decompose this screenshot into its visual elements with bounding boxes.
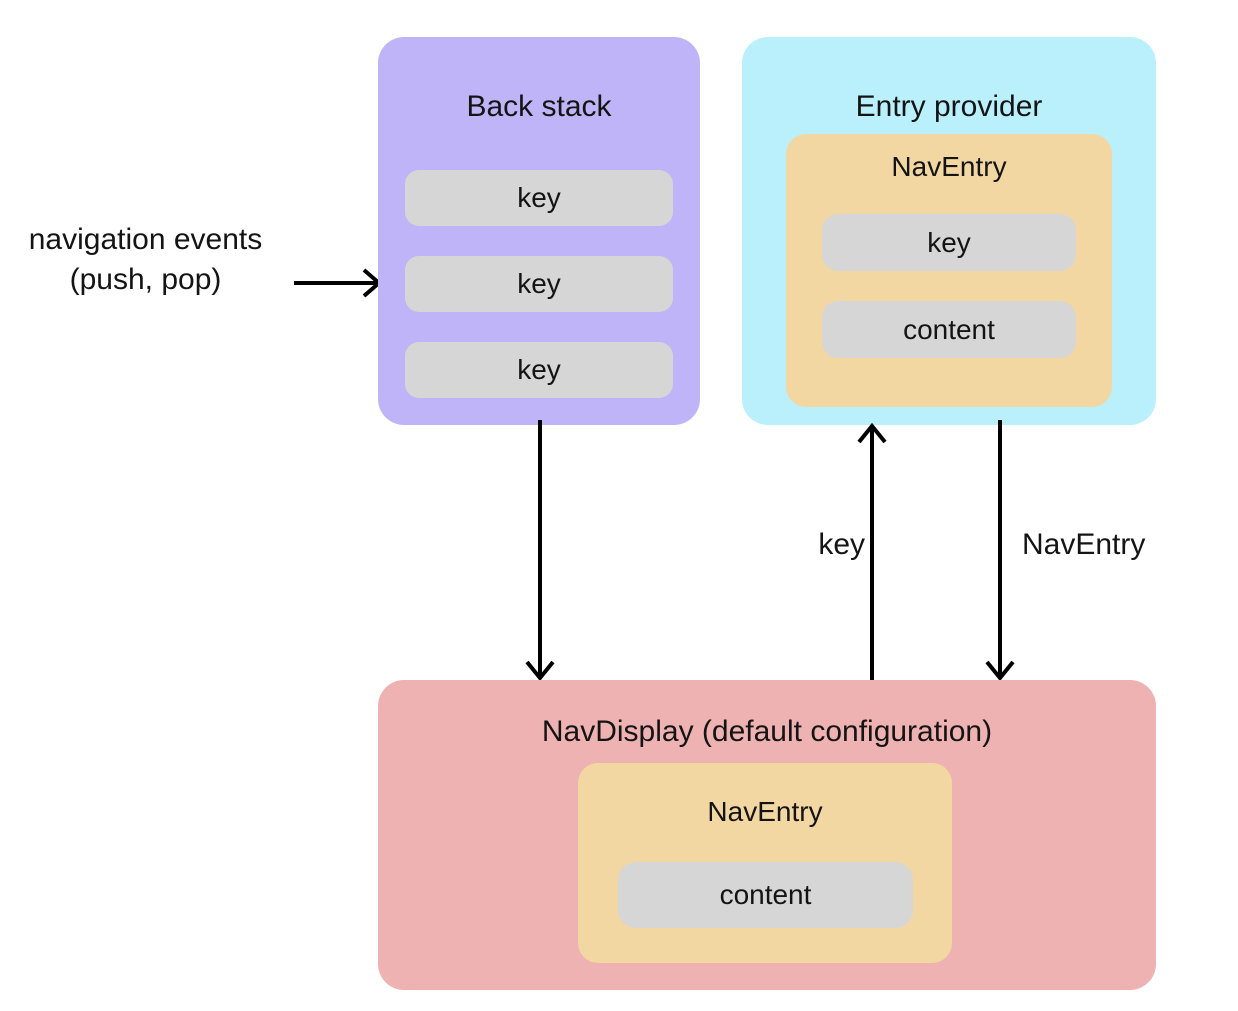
nav-display-nav-entry-box: NavEntry content bbox=[578, 763, 952, 963]
nav-entry-title: NavEntry bbox=[707, 796, 823, 827]
nav-entry-key-pill: key bbox=[822, 214, 1076, 271]
entry-provider-nav-entry-box: NavEntry key content bbox=[786, 134, 1112, 407]
back-stack-key-pill: key bbox=[405, 170, 673, 226]
back-stack-key-pill: key bbox=[405, 256, 673, 312]
back-stack-to-nav-display-arrow bbox=[525, 420, 555, 682]
nav-entry-title: NavEntry bbox=[891, 151, 1007, 182]
navigation-events-arrow bbox=[294, 268, 383, 298]
navigation-events-label: navigation events (push, pop) bbox=[28, 223, 263, 296]
nav-display-title: NavDisplay (default configuration) bbox=[541, 715, 993, 748]
nav-entry-content-pill: content bbox=[618, 862, 913, 928]
entry-provider-title: Entry provider bbox=[855, 90, 1043, 123]
back-stack-panel: Back stack key key key bbox=[378, 37, 700, 425]
entry-provider-to-nav-display-arrow bbox=[985, 420, 1015, 682]
nav-entry-content-pill: content bbox=[822, 301, 1076, 358]
edge-label-key: key bbox=[818, 528, 865, 561]
back-stack-key-pill: key bbox=[405, 342, 673, 398]
back-stack-title: Back stack bbox=[466, 90, 612, 123]
edge-label-naventry: NavEntry bbox=[1022, 528, 1146, 561]
nav-display-to-entry-provider-arrow bbox=[857, 422, 887, 686]
